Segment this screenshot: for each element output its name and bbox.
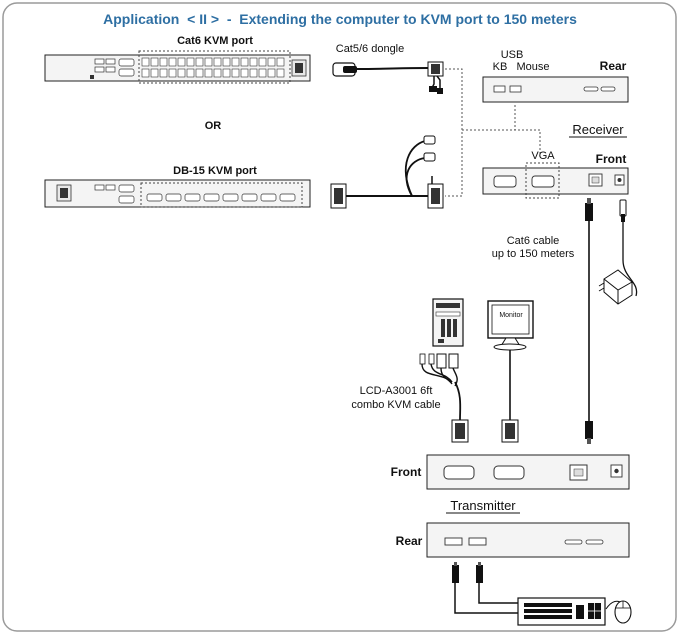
combo-cable-label-line1: LCD-A3001 6ft: [360, 385, 433, 397]
dongle-icon: [332, 61, 444, 94]
kvm-switch-cat6-icon: [44, 50, 311, 84]
kvm-switch-db15-icon: [44, 179, 311, 208]
db15-combo-cable-top: [330, 135, 444, 209]
cat6-cable-label-line2: up to 150 meters: [492, 248, 575, 260]
or-label: OR: [205, 120, 222, 132]
cat6-cable-icon: [585, 198, 593, 444]
mouse-label: Mouse: [516, 61, 549, 73]
transmitter-label: Transmitter: [450, 498, 516, 513]
diagram-title: Application < II > - Extending the compu…: [103, 11, 577, 27]
receiver-label: Receiver: [572, 122, 624, 137]
transmitter-rear-label: Rear: [396, 534, 423, 548]
receiver-front-label: Front: [596, 152, 627, 166]
transmitter-front-icon: [426, 454, 630, 490]
transmitter-front-label: Front: [391, 465, 422, 479]
cat6-cable-label-line1: Cat6 cable: [507, 235, 560, 247]
vga-label: VGA: [531, 150, 555, 162]
cat56-dongle-label: Cat5/6 dongle: [336, 43, 405, 55]
receiver-front-icon: [482, 162, 629, 199]
usb-label: USB: [501, 49, 524, 61]
dotted-connector-group: [445, 68, 541, 197]
pc-combo-cable-icon: [419, 353, 469, 443]
db15-kvm-port-label: DB-15 KVM port: [173, 165, 257, 177]
power-adapter-icon: [598, 199, 638, 305]
usb-cables-icon: [452, 562, 518, 614]
pc-tower-icon: [432, 298, 464, 347]
transmitter-rear-icon: [426, 522, 630, 558]
monitor-icon: [487, 300, 534, 443]
kb-label: KB: [493, 61, 508, 73]
keyboard-icon: [517, 597, 606, 626]
monitor-label: Monitor: [499, 312, 523, 319]
receiver-rear-label: Rear: [600, 59, 627, 73]
mouse-icon: [605, 600, 632, 624]
cat6-kvm-port-label: Cat6 KVM port: [177, 35, 253, 47]
receiver-rear-icon: [482, 76, 629, 103]
combo-cable-label-line2: combo KVM cable: [351, 399, 440, 411]
